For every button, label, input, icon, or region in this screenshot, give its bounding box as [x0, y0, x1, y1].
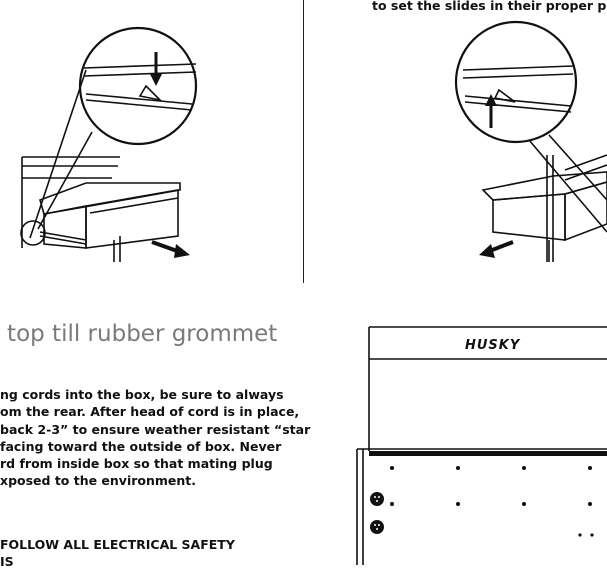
drawer-slide-illustration-right [454, 20, 607, 262]
instruction-line: ng cords into the box, be sure to always [0, 387, 284, 402]
instruction-line: rd from inside box so that mating plug [0, 456, 273, 472]
drawer-slide-illustration-left [20, 26, 198, 262]
tool-box-illustration: HUSKY [356, 326, 607, 565]
section-heading: / top till rubber grommet [0, 321, 278, 347]
instruction-line: facing toward the outside of box. Never [0, 438, 282, 454]
instruction-line: back 2-3” to ensure weather resistant “s… [0, 421, 311, 437]
warning-line: FOLLOW ALL ELECTRICAL SAFETY [0, 537, 235, 552]
safety-warning: FOLLOW ALL ELECTRICAL SAFETY IS [0, 536, 300, 571]
husky-logo: HUSKY [465, 338, 521, 353]
panel-divider [303, 0, 304, 283]
brand-logo-text: HUSKY [465, 338, 521, 353]
figure-caption-right: to set the slides in their proper po [372, 0, 607, 13]
warning-line: IS [0, 554, 14, 570]
instruction-line: xposed to the environment. [0, 473, 197, 489]
instruction-paragraph: ng cords into the box, be sure to always… [0, 386, 318, 490]
instruction-line: om the rear. After head of cord is in pl… [0, 404, 300, 420]
